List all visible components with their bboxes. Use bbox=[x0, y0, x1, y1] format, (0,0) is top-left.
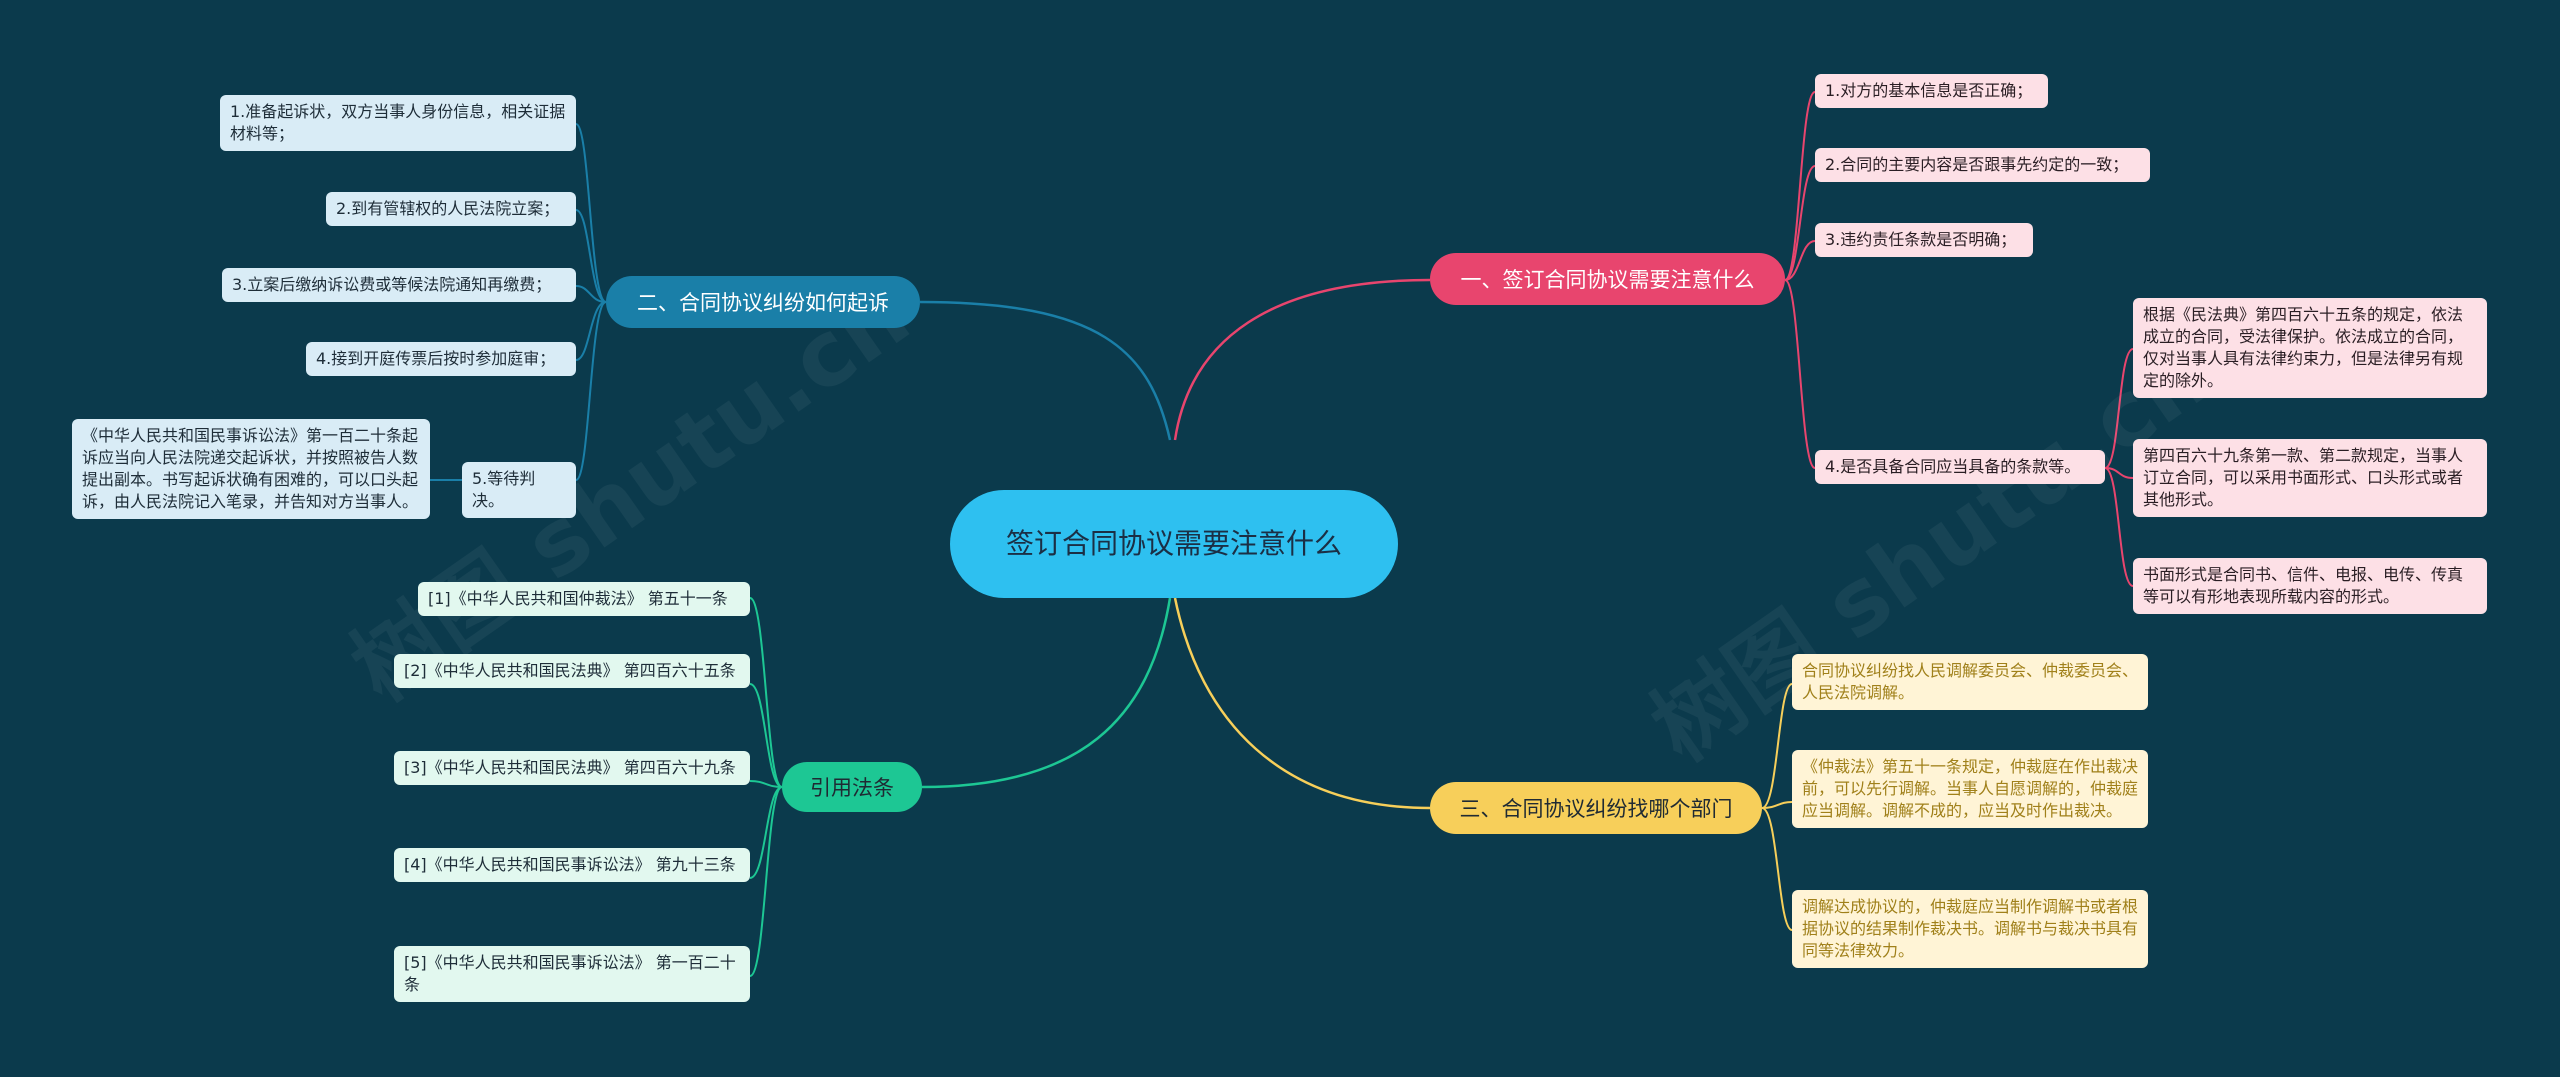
b1-sub-3[interactable]: 书面形式是合同书、信件、电报、电传、传真等可以有形地表现所载内容的形式。 bbox=[2133, 558, 2487, 614]
b1-item-3-text: 3.违约责任条款是否明确； bbox=[1825, 230, 2017, 249]
b1-item-1-text: 1.对方的基本信息是否正确； bbox=[1825, 81, 2033, 100]
b2-item-2-text: 2.到有管辖权的人民法院立案； bbox=[336, 199, 560, 218]
b3-item-2[interactable]: 《仲裁法》第五十一条规定，仲裁庭在作出裁决前，可以先行调解。当事人自愿调解的，仲… bbox=[1792, 750, 2148, 828]
branch-2-label: 二、合同协议纠纷如何起诉 bbox=[637, 291, 889, 315]
branch-4-label: 引用法条 bbox=[810, 776, 894, 800]
b4-item-5[interactable]: [5]《中华人民共和国民事诉讼法》 第一百二十条 bbox=[394, 946, 750, 1002]
b3-item-1-text: 合同协议纠纷找人民调解委员会、仲裁委员会、人民法院调解。 bbox=[1802, 661, 2139, 702]
b4-item-3-text: [3]《中华人民共和国民法典》 第四百六十九条 bbox=[404, 758, 736, 777]
b4-item-5-text: [5]《中华人民共和国民事诉讼法》 第一百二十条 bbox=[404, 953, 736, 994]
branch-3[interactable]: 三、合同协议纠纷找哪个部门 bbox=[1430, 782, 1762, 834]
b4-item-3[interactable]: [3]《中华人民共和国民法典》 第四百六十九条 bbox=[394, 751, 750, 785]
b2-item-2[interactable]: 2.到有管辖权的人民法院立案； bbox=[326, 192, 576, 226]
link-root-b2 bbox=[919, 300, 1172, 441]
b2-item-1[interactable]: 1.准备起诉状，双方当事人身份信息，相关证据材料等； bbox=[220, 95, 576, 151]
b1-item-4-text: 4.是否具备合同应当具备的条款等。 bbox=[1825, 457, 2081, 476]
b2-sub-1[interactable]: 《中华人民共和国民事诉讼法》第一百二十条起诉应当向人民法院递交起诉状，并按照被告… bbox=[72, 419, 430, 519]
b1-sub-1[interactable]: 根据《民法典》第四百六十五条的规定，依法成立的合同，受法律保护。依法成立的合同，… bbox=[2133, 298, 2487, 398]
b4-item-2-text: [2]《中华人民共和国民法典》 第四百六十五条 bbox=[404, 661, 736, 680]
b2-item-4-text: 4.接到开庭传票后按时参加庭审； bbox=[316, 349, 556, 368]
b1-item-2[interactable]: 2.合同的主要内容是否跟事先约定的一致； bbox=[1815, 148, 2150, 182]
link-root-b3 bbox=[1173, 597, 1431, 810]
b1-item-1[interactable]: 1.对方的基本信息是否正确； bbox=[1815, 74, 2048, 108]
b2-item-4[interactable]: 4.接到开庭传票后按时参加庭审； bbox=[306, 342, 576, 376]
root-topic[interactable]: 签订合同协议需要注意什么 bbox=[950, 490, 1398, 598]
b1-item-2-text: 2.合同的主要内容是否跟事先约定的一致； bbox=[1825, 155, 2129, 174]
b4-item-2[interactable]: [2]《中华人民共和国民法典》 第四百六十五条 bbox=[394, 654, 750, 688]
b3-item-3-text: 调解达成协议的，仲裁庭应当制作调解书或者根据协议的结果制作裁决书。调解书与裁决书… bbox=[1802, 897, 2139, 960]
b1-sub-2[interactable]: 第四百六十九条第一款、第二款规定，当事人订立合同，可以采用书面形式、口头形式或者… bbox=[2133, 439, 2487, 517]
b2-item-3[interactable]: 3.立案后缴纳诉讼费或等候法院通知再缴费； bbox=[222, 268, 576, 302]
b4-item-4-text: [4]《中华人民共和国民事诉讼法》 第九十三条 bbox=[404, 855, 736, 874]
b1-sub-3-text: 书面形式是合同书、信件、电报、电传、传真等可以有形地表现所载内容的形式。 bbox=[2143, 565, 2464, 606]
branch-1[interactable]: 一、签订合同协议需要注意什么 bbox=[1430, 253, 1785, 305]
link-root-b1 bbox=[1173, 278, 1431, 441]
branch-2[interactable]: 二、合同协议纠纷如何起诉 bbox=[606, 276, 920, 328]
b3-item-2-text: 《仲裁法》第五十一条规定，仲裁庭在作出裁决前，可以先行调解。当事人自愿调解的，仲… bbox=[1802, 757, 2139, 820]
b2-item-5[interactable]: 5.等待判决。 bbox=[462, 462, 576, 518]
b2-item-3-text: 3.立案后缴纳诉讼费或等候法院通知再缴费； bbox=[232, 275, 552, 294]
b1-sub-2-text: 第四百六十九条第一款、第二款规定，当事人订立合同，可以采用书面形式、口头形式或者… bbox=[2143, 446, 2464, 509]
b1-item-4[interactable]: 4.是否具备合同应当具备的条款等。 bbox=[1815, 450, 2105, 484]
b3-item-1[interactable]: 合同协议纠纷找人民调解委员会、仲裁委员会、人民法院调解。 bbox=[1792, 654, 2148, 710]
root-topic-label: 签订合同协议需要注意什么 bbox=[1005, 527, 1342, 560]
b1-sub-1-text: 根据《民法典》第四百六十五条的规定，依法成立的合同，受法律保护。依法成立的合同，… bbox=[2143, 305, 2464, 390]
b2-item-1-text: 1.准备起诉状，双方当事人身份信息，相关证据材料等； bbox=[230, 102, 566, 143]
b2-item-5-text: 5.等待判决。 bbox=[472, 469, 536, 510]
branch-4[interactable]: 引用法条 bbox=[782, 762, 922, 812]
b2-sub-1-text: 《中华人民共和国民事诉讼法》第一百二十条起诉应当向人民法院递交起诉状，并按照被告… bbox=[82, 426, 419, 511]
b1-item-3[interactable]: 3.违约责任条款是否明确； bbox=[1815, 223, 2033, 257]
branch-1-label: 一、签订合同协议需要注意什么 bbox=[1460, 268, 1755, 292]
b4-item-1[interactable]: [1]《中华人民共和国仲裁法》 第五十一条 bbox=[418, 582, 750, 616]
b4-item-1-text: [1]《中华人民共和国仲裁法》 第五十一条 bbox=[428, 589, 728, 608]
b3-item-3[interactable]: 调解达成协议的，仲裁庭应当制作调解书或者根据协议的结果制作裁决书。调解书与裁决书… bbox=[1792, 890, 2148, 968]
branch-3-label: 三、合同协议纠纷找哪个部门 bbox=[1459, 797, 1733, 821]
b4-item-4[interactable]: [4]《中华人民共和国民事诉讼法》 第九十三条 bbox=[394, 848, 750, 882]
link-root-b4 bbox=[921, 597, 1172, 789]
